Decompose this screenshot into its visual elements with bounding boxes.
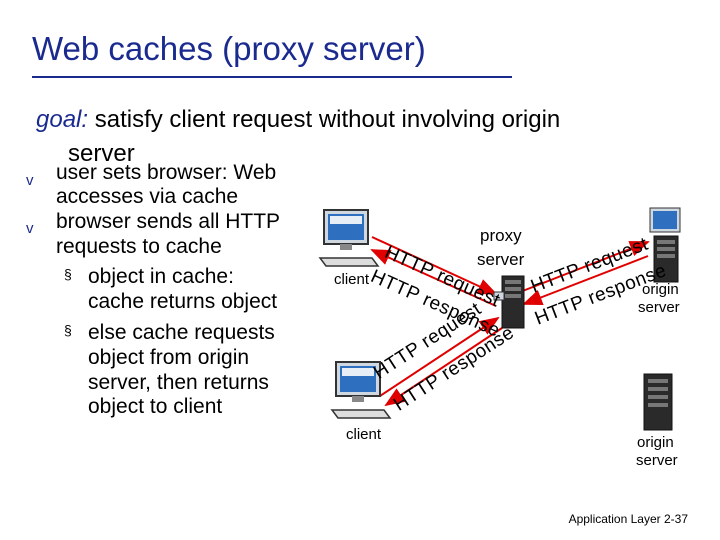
arrow-proxy-to-client2 <box>384 327 503 407</box>
bullet-2-line-1: browser sends all HTTP <box>56 210 281 233</box>
sub-bullet-2-line-3: server, then returns <box>88 371 269 394</box>
origin-server-icon <box>643 373 673 431</box>
sub-bullet-icon: § <box>64 322 72 338</box>
bullet-2-line-2: requests to cache <box>56 235 222 258</box>
goal-text-wrap: server <box>68 140 135 167</box>
origin-server-icon <box>649 207 681 283</box>
origin-label: origin <box>637 434 674 451</box>
goal-label: goal: <box>36 106 89 133</box>
arrow-proxy-to-client1 <box>370 249 497 307</box>
bullet-icon: v <box>26 172 34 189</box>
bullet-1-line-2: accesses via cache <box>56 185 239 208</box>
goal-line: goal: satisfy client request without inv… <box>36 106 560 134</box>
sub-bullet-icon: § <box>64 266 72 282</box>
arrow-client2-to-proxy <box>379 316 500 397</box>
client-label: client <box>346 426 382 443</box>
arrow-proxy-to-origin <box>519 241 650 293</box>
title-underline <box>32 76 512 78</box>
sub-bullet-2-line-2: object from origin <box>88 346 250 369</box>
origin-label: origin <box>642 281 679 298</box>
arrow-client1-to-proxy <box>371 236 498 295</box>
origin-server-label: server <box>638 299 680 316</box>
goal-text: satisfy client request without involving… <box>88 106 561 133</box>
proxy-server-label: server <box>477 250 525 269</box>
proxy-server-icon <box>493 275 525 329</box>
footer: Application Layer 2-37 <box>568 512 688 526</box>
client-computer-icon <box>330 361 392 419</box>
client-computer-icon <box>318 209 380 267</box>
sub-bullet-2-line-1: else cache requests <box>88 321 275 344</box>
bullet-icon: v <box>26 220 34 237</box>
client-label: client <box>334 271 370 288</box>
sub-bullet-1-line-2: cache returns object <box>88 290 278 313</box>
proxy-label: proxy <box>480 226 522 245</box>
slide-title: Web caches (proxy server) <box>32 30 426 67</box>
sub-bullet-1-line-1: object in cache: <box>88 265 234 288</box>
sub-bullet-2-line-4: object to client <box>88 395 223 418</box>
arrow-origin-to-proxy <box>522 255 649 305</box>
origin-server-label: server <box>636 452 678 469</box>
bullet-1-line-1: user sets browser: Web <box>56 161 277 184</box>
